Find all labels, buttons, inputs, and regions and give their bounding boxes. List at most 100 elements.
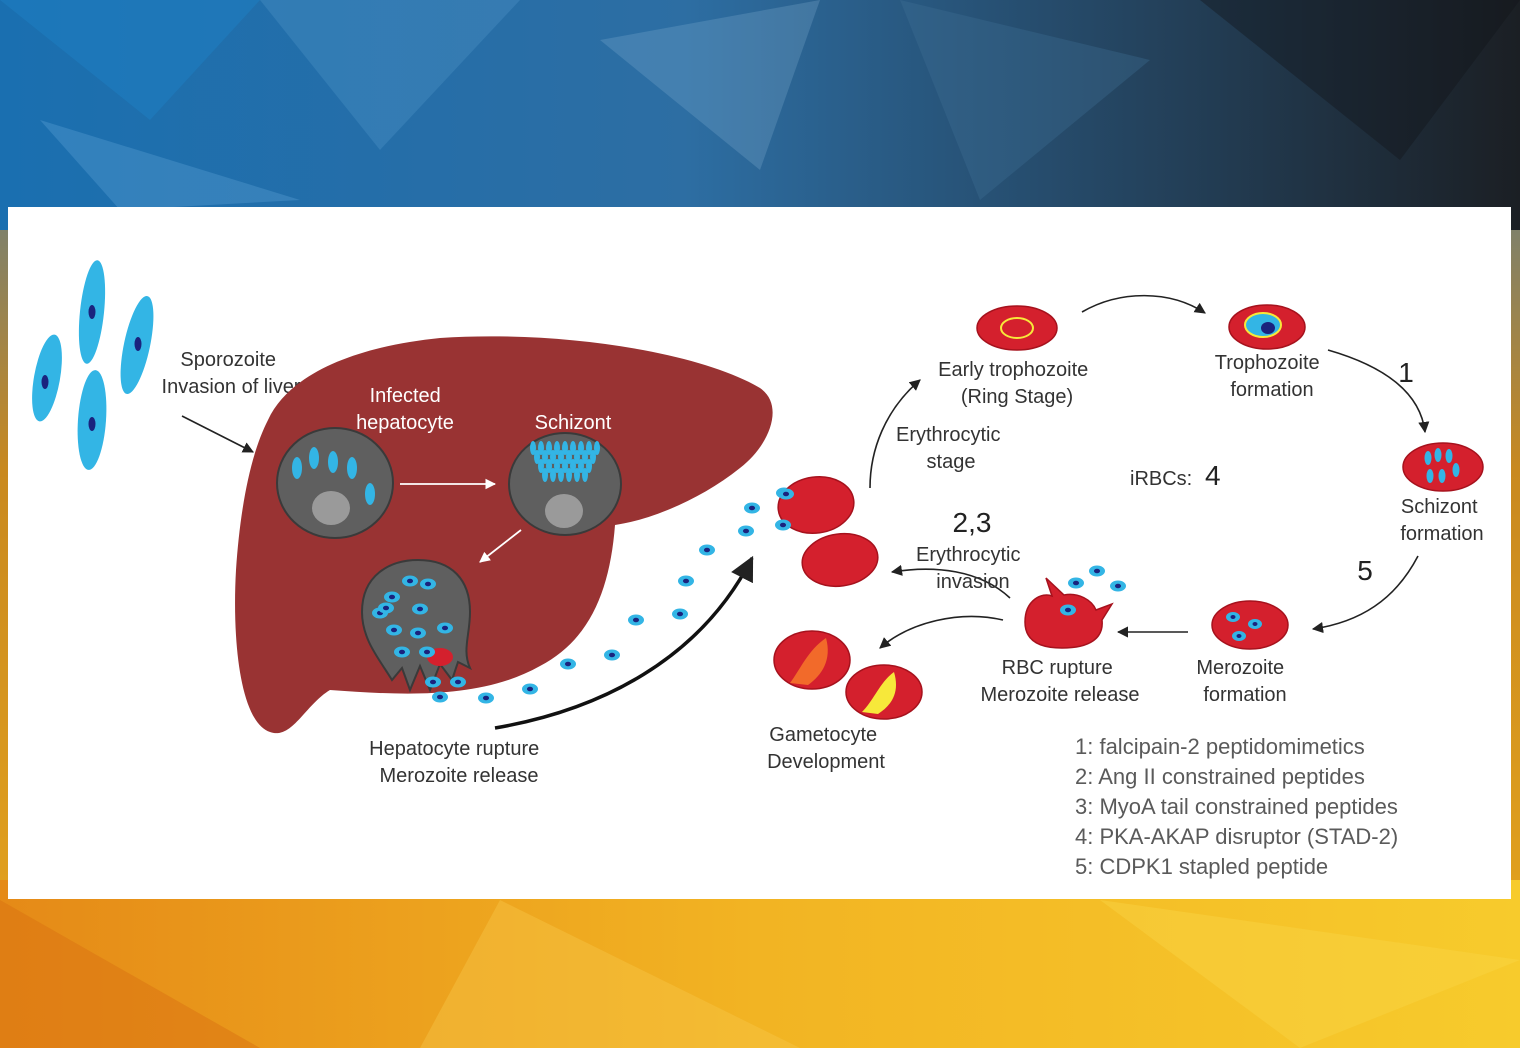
legend-item: 4: PKA-AKAP disruptor (STAD-2)	[1075, 824, 1398, 849]
schizont-formation-label: Schizont formation	[1400, 496, 1483, 545]
hepatocyte-rupture-label: Hepatocyte rupture Merozoite release	[369, 738, 545, 787]
merozoite	[582, 450, 588, 464]
merozoite	[538, 441, 544, 455]
released-blood-merozoites	[1060, 565, 1126, 616]
merozoite	[478, 692, 494, 704]
merozoite	[554, 459, 560, 473]
ring-stage-rbc	[976, 305, 1058, 351]
merozoite	[574, 450, 580, 464]
erythrocytic-stage-label: Erythrocytic stage	[896, 424, 1006, 473]
irbcs-label: iRBCs:	[1130, 468, 1192, 490]
release-to-blood-arrow	[494, 555, 754, 730]
hepatic-merozoites	[372, 575, 453, 658]
sporozoite-label: Sporozoite Invasion of liver	[162, 349, 301, 398]
merozoite	[378, 602, 394, 614]
merozoite	[558, 450, 564, 464]
merozoite	[562, 441, 568, 455]
schizont-rbc	[1402, 442, 1484, 492]
merozoite	[672, 608, 688, 620]
merozoite	[558, 468, 564, 482]
merozoite	[538, 459, 544, 473]
merozoite	[578, 459, 584, 473]
red-blood-cells	[777, 476, 879, 588]
erythrocytic-invasion-label: Erythrocytic invasion	[916, 544, 1026, 593]
sporozoite-cell	[78, 260, 106, 364]
trophozoite-formation-label: Trophozoite formation	[1215, 352, 1325, 401]
released-merozoites	[425, 487, 792, 704]
merozoite	[594, 441, 600, 455]
merozoite	[410, 627, 426, 639]
merozoite	[554, 441, 560, 455]
legend-item: 1: falcipain-2 peptidomimetics	[1075, 734, 1365, 759]
merozoite	[590, 450, 596, 464]
inhibitor-1-label: 1	[1398, 357, 1414, 388]
sporozoite-cell	[120, 296, 154, 394]
liver-schizont-label: Schizont	[535, 412, 612, 434]
merozoite	[582, 468, 588, 482]
merozoite	[574, 468, 580, 482]
gametocytes	[773, 630, 923, 720]
merozoite	[402, 575, 418, 587]
merozoite	[1068, 577, 1084, 589]
inhibitor-5-label: 5	[1357, 555, 1373, 586]
ring-to-trophozoite-arrow	[1081, 294, 1206, 314]
merozoite	[432, 691, 448, 703]
trophozoite-to-schizont-arrow	[1327, 349, 1430, 434]
schizont-to-merozoite-arrow	[1311, 555, 1419, 634]
inhibitor-legend: 1: falcipain-2 peptidomimetics 2: Ang II…	[1075, 734, 1398, 879]
legend-item: 3: MyoA tail constrained peptides	[1075, 794, 1398, 819]
merozoite	[522, 683, 538, 695]
sporozoite-cell	[77, 370, 107, 470]
invasion-arrow	[181, 415, 254, 453]
merozoite	[560, 658, 576, 670]
merozoite	[420, 578, 436, 590]
merozoite	[738, 525, 754, 537]
inhibitor-2-3-label: 2,3	[953, 507, 992, 538]
merozoite	[425, 676, 441, 688]
merozoite	[546, 441, 552, 455]
merozoite	[550, 450, 556, 464]
infected-hepatocyte-label: Infected hepatocyte	[356, 385, 454, 434]
merozoite	[419, 646, 435, 658]
merozoite	[542, 468, 548, 482]
gametocyte-arrow	[879, 615, 1004, 649]
merozoite	[604, 649, 620, 661]
merozoite	[534, 450, 540, 464]
trophozoite-rbc	[1228, 304, 1306, 350]
merozoite	[550, 468, 556, 482]
merozoite	[394, 646, 410, 658]
merozoite	[566, 450, 572, 464]
legend-item: 2: Ang II constrained peptides	[1075, 764, 1365, 789]
merozoite	[570, 441, 576, 455]
invasion-arrow-blood	[890, 564, 1011, 599]
merozoite	[386, 624, 402, 636]
invading-merozoites	[775, 488, 794, 531]
merozoite	[699, 544, 715, 556]
sporozoites	[32, 260, 154, 470]
merozoite	[778, 488, 794, 500]
merozoite	[775, 519, 791, 531]
gametocyte-label: Gametocyte Development	[767, 724, 885, 773]
merozoite	[542, 450, 548, 464]
merozoite	[562, 459, 568, 473]
merozoite	[678, 575, 694, 587]
erythrocytic-stage-arrow	[869, 379, 921, 489]
merozoite	[437, 622, 453, 634]
merozoite	[628, 614, 644, 626]
merozoite	[546, 459, 552, 473]
merozoite	[412, 603, 428, 615]
merozoite	[744, 502, 760, 514]
early-trophozoite-label: Early trophozoite (Ring Stage)	[938, 359, 1094, 408]
merozoite-formation-rbc	[1211, 600, 1289, 650]
merozoite	[570, 459, 576, 473]
merozoite	[1060, 604, 1076, 616]
irbcs-inhibitor-label: 4	[1205, 460, 1221, 491]
merozoite	[578, 441, 584, 455]
merozoite	[530, 441, 536, 455]
sporozoite-cell	[32, 334, 62, 422]
merozoite	[450, 676, 466, 688]
merozoite	[566, 468, 572, 482]
rbc-rupture-label: RBC rupture Merozoite release	[981, 657, 1140, 706]
merozoite-formation-label: Merozoite formation	[1196, 657, 1289, 706]
